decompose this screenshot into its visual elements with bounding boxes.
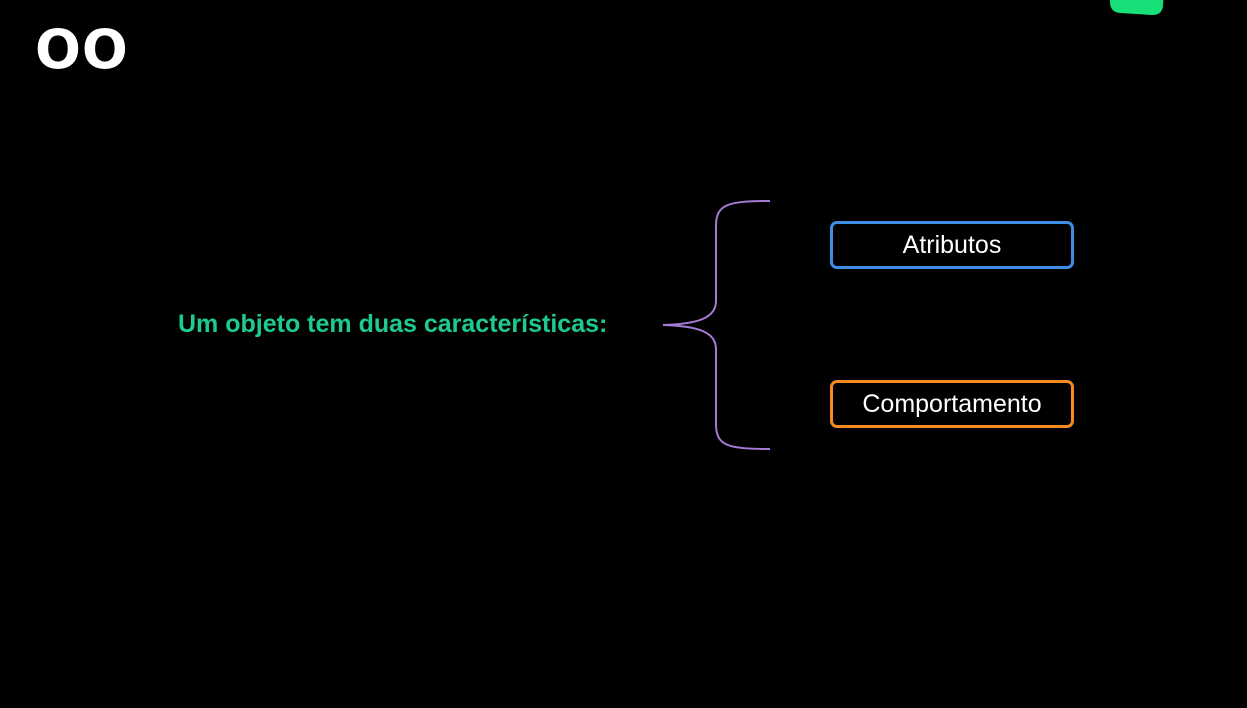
- statement-text: Um objeto tem duas características:: [178, 310, 608, 338]
- behavior-box: Comportamento: [830, 380, 1074, 428]
- brand-logo-icon: [1110, 0, 1164, 15]
- curly-brace-icon: [662, 200, 771, 450]
- behavior-label: Comportamento: [862, 389, 1042, 418]
- attributes-label: Atributos: [902, 230, 1002, 259]
- slide-title: OO: [35, 18, 129, 81]
- attributes-box: Atributos: [830, 221, 1074, 269]
